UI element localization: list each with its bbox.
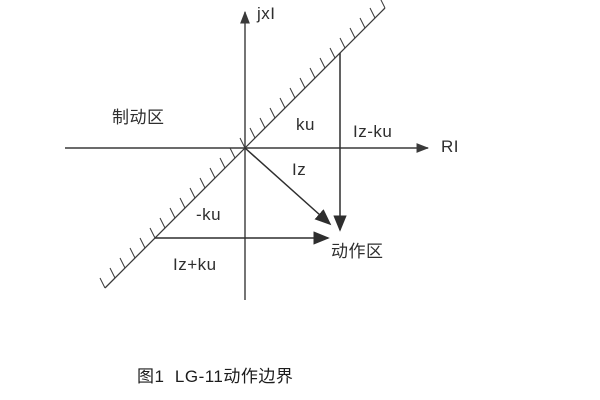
y-axis-label: jxI <box>257 4 276 23</box>
x-axis-label: RI <box>441 137 459 156</box>
iz-vector <box>244 147 332 226</box>
operate-region-label: 动作区 <box>331 242 384 261</box>
neg-ku-label: -ku <box>196 205 222 224</box>
iz-minus-ku-label: Iz-ku <box>353 122 393 141</box>
ku-label: ku <box>296 115 315 134</box>
restraint-region-label: 制动区 <box>112 108 165 127</box>
iz-plus-ku-label: Iz+ku <box>173 255 217 274</box>
figure-caption: 图1 LG-11动作边界 <box>137 367 294 386</box>
boundary-hatching <box>99 0 386 289</box>
iz-label: Iz <box>292 160 307 179</box>
